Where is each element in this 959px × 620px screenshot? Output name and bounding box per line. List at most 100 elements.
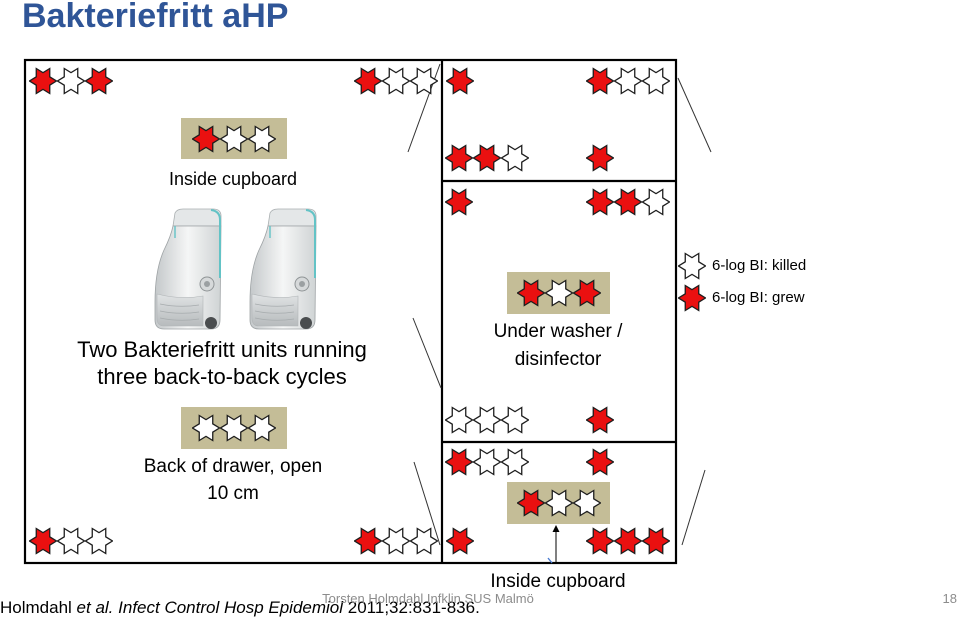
citation-journal: Infect Control Hosp Epidemiol: [118, 598, 344, 617]
legend-killed-marker: [678, 252, 706, 280]
door-swing-line: [413, 461, 441, 546]
white-star-icon: [544, 279, 573, 307]
red-star-icon: [572, 279, 601, 307]
star-group-room-top-center: [354, 67, 438, 95]
under-washer-label-line1: Under washer /: [493, 321, 623, 342]
white-star-icon: [614, 67, 642, 95]
white-star-icon: [220, 414, 248, 442]
red-star-icon: [29, 67, 57, 95]
units-caption-line2: three back-to-back cycles: [97, 364, 347, 389]
inside-cupboard-bottom-label: Inside cupboard: [490, 571, 626, 592]
red-star-icon: [445, 144, 473, 172]
red-star-icon: [586, 188, 614, 216]
page-number: 18: [942, 591, 957, 606]
pointer-arrowhead: [552, 525, 560, 532]
star-group-upper-shelf-row2-left: [445, 188, 473, 216]
under-washer-box: [507, 272, 610, 314]
red-star-icon: [354, 527, 382, 555]
white-star-icon: [382, 527, 410, 555]
white-star-icon: [248, 414, 276, 442]
white-star-icon: [57, 67, 85, 95]
white-star-icon: [678, 252, 706, 280]
white-star-icon: [501, 406, 529, 434]
star-group-upper-shelf-row1-left: [445, 144, 529, 172]
white-star-icon: [572, 489, 601, 517]
star-group-room-bottom-center: [354, 527, 438, 555]
red-star-icon: [85, 67, 113, 95]
star-group-cabinet-bottom-left: [446, 527, 474, 555]
star-group-lower-shelf-row1-right: [586, 406, 614, 434]
door-swing-line: [412, 317, 442, 389]
units-caption: Two Bakteriefritt units running three ba…: [40, 336, 404, 390]
citation: Holmdahl et al. Infect Control Hosp Epid…: [0, 598, 480, 618]
star-group-lower-shelf-row2-left: [445, 448, 529, 476]
legend-grew-marker: [678, 284, 706, 312]
red-star-icon: [516, 279, 545, 307]
white-star-icon: [220, 124, 248, 153]
under-washer-label-line2: disinfector: [514, 349, 602, 370]
star-group-room-bottom-left: [29, 527, 113, 555]
red-star-icon: [586, 527, 614, 555]
star-group-cabinet-top-right: [586, 67, 670, 95]
door-swing-line: [681, 469, 706, 546]
white-star-icon: [382, 67, 410, 95]
white-star-icon: [473, 406, 501, 434]
white-star-icon: [410, 527, 438, 555]
red-star-icon: [192, 124, 220, 153]
bakteriefritt-unit-image: [246, 208, 318, 332]
white-star-icon: [410, 67, 438, 95]
citation-et-al: et al.: [76, 598, 114, 617]
white-star-icon: [501, 448, 529, 476]
legend-grew-label: 6-log BI: grew: [712, 289, 805, 306]
star-group-room-top-left: [29, 67, 113, 95]
white-star-icon: [642, 67, 670, 95]
back-of-drawer-box: [181, 407, 287, 449]
white-star-icon: [192, 414, 220, 442]
back-of-drawer-label: Back of drawer, open 10 cm: [123, 453, 343, 507]
red-star-icon: [473, 144, 501, 172]
white-star-icon: [501, 144, 529, 172]
star-group-cabinet-bottom-right: [586, 527, 670, 555]
white-star-icon: [57, 527, 85, 555]
under-washer-label: Under washer / disinfector: [468, 318, 648, 374]
white-star-icon: [248, 124, 276, 153]
pointer-arrow-tail: [547, 557, 553, 564]
red-star-icon: [586, 406, 614, 434]
red-star-icon: [642, 527, 670, 555]
star-group-under-washer: [516, 279, 601, 307]
star-group-cabinet-top-left: [446, 67, 474, 95]
units-caption-line1: Two Bakteriefritt units running: [77, 337, 367, 362]
red-star-icon: [678, 284, 706, 312]
presenter-footer: Torsten Holmdahl Infklin SUS Malmö: [322, 591, 534, 606]
star-group-upper-shelf-row2-right: [586, 188, 670, 216]
star-group-lower-shelf-row2-right: [586, 448, 614, 476]
red-star-icon: [516, 489, 545, 517]
legend-killed-label: 6-log BI: killed: [712, 257, 807, 274]
inside-cupboard-label: Inside cupboard: [168, 169, 298, 189]
citation-authors: Holmdahl: [0, 598, 72, 617]
citation-reference: 2011;32:831-836.: [347, 598, 480, 617]
red-star-icon: [586, 67, 614, 95]
red-star-icon: [614, 188, 642, 216]
star-group-inside-cupboard-bottom: [516, 489, 601, 517]
white-star-icon: [473, 448, 501, 476]
red-star-icon: [446, 527, 474, 555]
red-star-icon: [29, 527, 57, 555]
room-outline: [23, 58, 678, 565]
white-star-icon: [544, 489, 573, 517]
inside-cupboard-box: [181, 118, 287, 159]
star-group-inside-cupboard-left: [192, 124, 276, 153]
bakteriefritt-unit-image: [151, 208, 223, 332]
red-star-icon: [354, 67, 382, 95]
red-star-icon: [445, 448, 473, 476]
star-group-back-of-drawer: [192, 414, 276, 442]
back-of-drawer-label-line2: 10 cm: [207, 483, 259, 504]
red-star-icon: [586, 144, 614, 172]
red-star-icon: [446, 67, 474, 95]
back-of-drawer-label-line1: Back of drawer, open: [143, 456, 323, 477]
white-star-icon: [642, 188, 670, 216]
red-star-icon: [614, 527, 642, 555]
star-group-upper-shelf-row1-right: [586, 144, 614, 172]
